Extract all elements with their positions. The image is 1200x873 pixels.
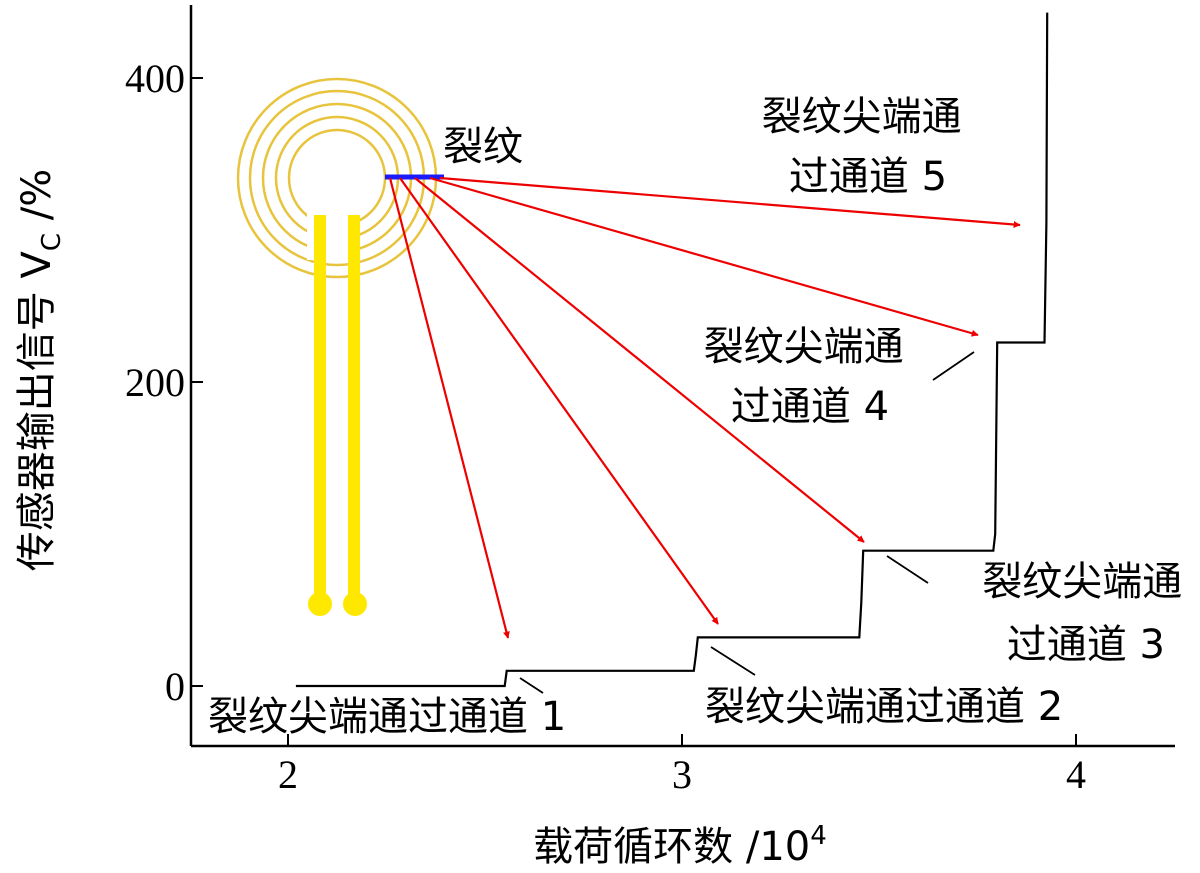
series-line	[295, 12, 1049, 688]
arrow-channel-5	[439, 176, 1021, 228]
leader-channel-2	[710, 646, 756, 676]
x-tick-label-4: 4	[1066, 752, 1086, 797]
arrow-channel-2	[399, 177, 719, 625]
leader-channel-4	[932, 351, 975, 381]
annotations: 裂纹尖端通过通道 1 裂纹尖端通过通道 2 裂纹尖端通 过通道 3 裂纹尖端通 …	[208, 94, 1195, 740]
x-tick-label-2: 2	[278, 752, 298, 797]
arrows	[388, 176, 1021, 639]
x-axis-label: 载荷循环数 /104	[533, 821, 827, 870]
sensor-diagram: 裂纹	[236, 77, 523, 616]
arrow-channel-3	[414, 177, 865, 543]
sensor-lead-left	[307, 200, 353, 260]
sensor-lead-right-body	[348, 215, 360, 600]
arrow-channel-4	[429, 176, 979, 337]
x-axis-label-text: 载荷循环数 /10	[533, 824, 810, 870]
annotation-channel-5: 裂纹尖端通 过通道 5	[762, 94, 975, 200]
x-axis-label-exponent: 4	[810, 821, 827, 851]
y-axis-label-unit: /%	[14, 169, 60, 233]
axis-ticks: 2 3 4 0 200 400	[125, 56, 1086, 797]
crack-label: 裂纹	[443, 124, 523, 170]
y-axis-label-subscript: C	[37, 233, 67, 251]
annotation-channel-1: 裂纹尖端通过通道 1	[208, 694, 566, 740]
leader-lines	[519, 351, 975, 694]
leader-channel-3	[886, 555, 929, 584]
sensor-pad-left	[308, 592, 332, 616]
sensor-pad-right	[343, 592, 367, 616]
y-tick-label-200: 200	[125, 360, 185, 405]
x-tick-label-3: 3	[672, 752, 692, 797]
y-tick-label-400: 400	[125, 56, 185, 101]
leader-channel-1	[519, 677, 544, 694]
y-tick-label-0: 0	[165, 664, 185, 709]
y-axis-label: 传感器输出信号 VC /%	[14, 169, 67, 571]
annotation-channel-3: 裂纹尖端通 过通道 3	[982, 559, 1195, 668]
arrow-channel-1	[388, 177, 510, 639]
annotation-channel-4: 裂纹尖端通 过通道 4	[704, 324, 917, 430]
sensor-lead-left-body	[314, 215, 326, 600]
annotation-channel-2: 裂纹尖端通过通道 2	[705, 684, 1063, 730]
y-axis-label-text: 传感器输出信号 V	[14, 251, 60, 572]
